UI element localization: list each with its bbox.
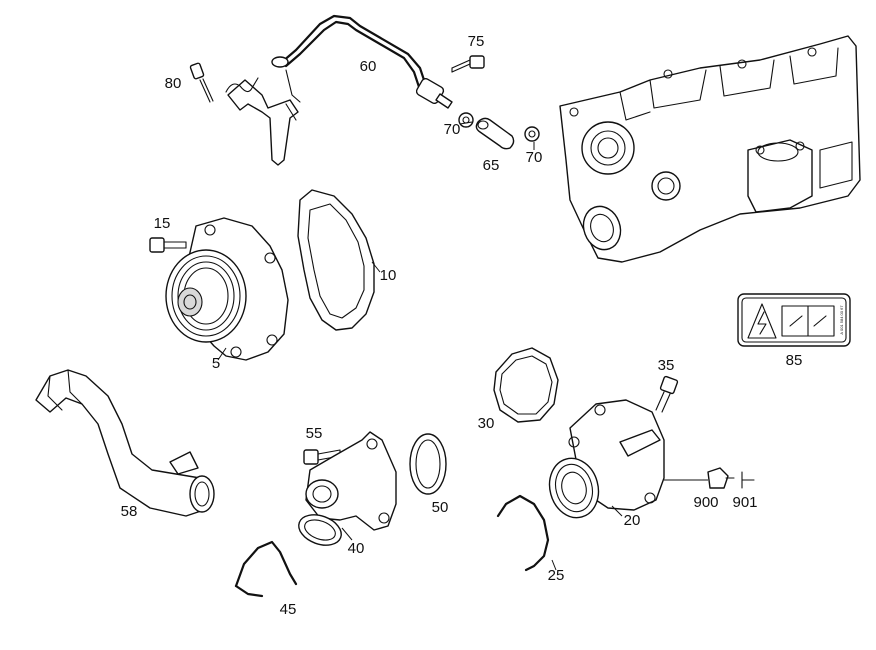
callout-15: 15 (154, 215, 171, 232)
callout-40: 40 (348, 540, 365, 557)
engine-housing (559, 35, 861, 263)
callout-10: 10 (380, 267, 397, 284)
part-901-clip (741, 471, 755, 489)
leader-lines (217, 121, 708, 571)
callout-901: 901 (732, 494, 757, 511)
part-900-sensor (707, 467, 735, 489)
part-70-nut-a (458, 112, 474, 128)
callout-70-a: 70 (444, 121, 461, 138)
part-10-gasket (297, 189, 375, 331)
part-70-nut-b (524, 126, 540, 142)
part-80-bracket (225, 69, 301, 166)
callout-55: 55 (306, 425, 323, 442)
part-80-bolt (189, 62, 214, 103)
part-55-bolt (303, 449, 341, 465)
callout-35: 35 (658, 357, 675, 374)
part-35-bolt (655, 375, 679, 413)
part-58-elbow-pipe (35, 369, 215, 517)
callout-58: 58 (121, 503, 138, 520)
part-85-code: A 001 584 00 67 (839, 305, 844, 335)
part-50-o-ring (409, 433, 447, 495)
part-60-pipe (271, 14, 453, 109)
part-30-seal-ring (493, 347, 559, 423)
callout-25: 25 (548, 567, 565, 584)
callout-60: 60 (360, 58, 377, 75)
callout-85: 85 (786, 352, 803, 369)
callout-30: 30 (478, 415, 495, 432)
callout-70-b: 70 (526, 149, 543, 166)
callout-65: 65 (483, 157, 500, 174)
callout-20: 20 (624, 512, 641, 529)
callout-900: 900 (693, 494, 718, 511)
callout-5: 5 (212, 355, 220, 372)
part-25-clip (496, 494, 550, 572)
callout-75: 75 (468, 33, 485, 50)
part-65-hose (475, 117, 515, 150)
callout-80: 80 (165, 75, 182, 92)
part-40-housing (298, 431, 397, 546)
callout-50: 50 (432, 499, 449, 516)
part-85-warning-label: A 001 584 00 67 (737, 293, 851, 347)
part-75-bolt (451, 55, 485, 73)
part-45-clip (234, 540, 298, 598)
part-15-bolt (149, 237, 187, 253)
callout-45: 45 (280, 601, 297, 618)
part-20-thermostat-housing (548, 399, 665, 519)
callouts: 80 60 75 70 65 70 15 10 5 85 35 30 55 58… (121, 33, 803, 618)
part-5-water-pump (165, 217, 289, 361)
